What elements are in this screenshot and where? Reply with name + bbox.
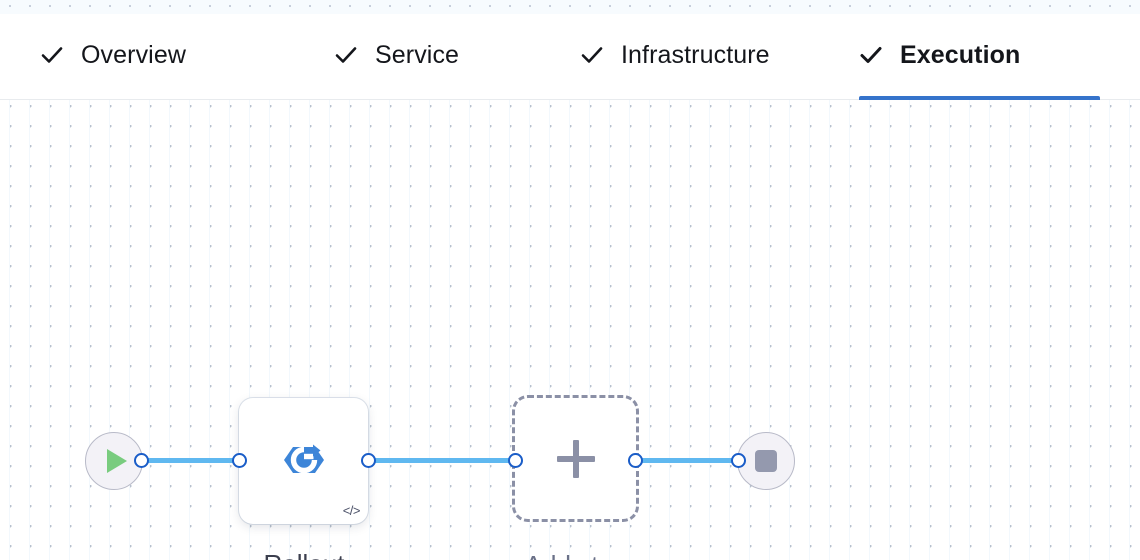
tab-infrastructure[interactable]: Infrastructure [580, 14, 815, 100]
tab-execution[interactable]: Execution [859, 14, 1100, 101]
port-rollout-input[interactable] [232, 453, 247, 468]
edge-start-to-rollout [136, 458, 247, 463]
tab-active-underline [859, 96, 1100, 101]
check-icon [334, 43, 358, 67]
tab-label: Execution [900, 40, 1021, 69]
step-node-rollout-deployment[interactable]: </> [239, 398, 368, 524]
edge-rollout-to-add [364, 458, 522, 463]
tab-service[interactable]: Service [334, 14, 489, 100]
tab-label: Overview [81, 40, 186, 69]
port-add-step-output[interactable] [628, 453, 643, 468]
check-icon [580, 43, 604, 67]
tab-overview[interactable]: Overview [40, 14, 248, 100]
start-node[interactable] [85, 432, 143, 490]
execution-canvas[interactable]: </> Rollout Deployment Add step [0, 100, 1140, 560]
play-icon [107, 449, 127, 473]
port-add-step-input[interactable] [508, 453, 523, 468]
code-icon[interactable]: </> [342, 503, 361, 518]
pipeline-tab-bar: Overview Service Infrastructure [0, 14, 1140, 101]
tab-label: Infrastructure [621, 40, 770, 69]
end-node[interactable] [737, 432, 795, 490]
tab-label: Service [375, 40, 460, 69]
add-step-label: Add step [476, 544, 676, 560]
port-start-output[interactable] [134, 453, 149, 468]
check-icon [40, 43, 64, 67]
edge-add-to-end [631, 458, 744, 463]
step-label-rollout-deployment: Rollout Deployment [174, 543, 434, 560]
canvas-top-strip [0, 0, 1140, 14]
plus-icon [556, 439, 595, 478]
rolling-update-icon [280, 436, 328, 484]
stop-icon [755, 450, 777, 472]
add-step-node[interactable] [512, 395, 639, 522]
port-rollout-output[interactable] [361, 453, 376, 468]
check-icon [859, 43, 883, 67]
port-end-input[interactable] [731, 453, 746, 468]
